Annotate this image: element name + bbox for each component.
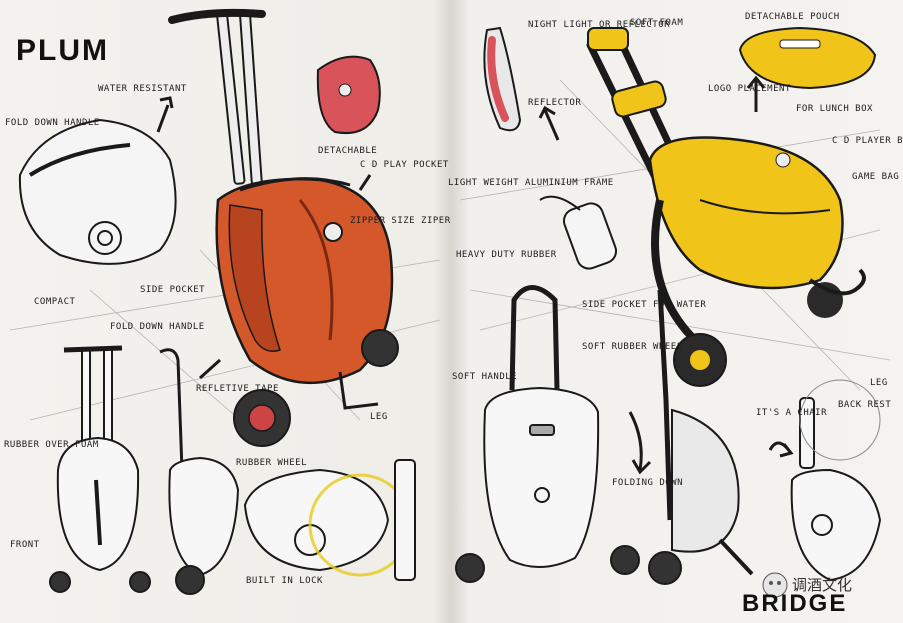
bridge-front-view	[455, 285, 640, 583]
label-heavy-duty-rubber: HEAVY DUTY RUBBER	[456, 250, 557, 260]
label-zipper: ZIPPER SIZE ZIPER	[350, 216, 451, 226]
label-light-weight: LIGHT WEIGHT ALUMINIUM FRAME	[448, 178, 614, 188]
label-water-resistant: WATER RESISTANT	[98, 84, 187, 94]
bridge-side-view	[648, 289, 754, 585]
label-soft-rubber-wheel: SOFT RUBBER WHEEL	[582, 342, 683, 352]
label-compact: COMPACT	[34, 297, 76, 307]
label-soft-foam: SOFT FOAM	[630, 18, 684, 28]
bridge-chair-view	[790, 379, 882, 582]
label-night-light: NIGHT LIGHT OR REFLECTOR	[528, 20, 671, 30]
label-side-pocket: SIDE POCKET	[140, 285, 206, 295]
plum-detachable-pouch	[316, 55, 381, 134]
wechat-logo-icon	[762, 572, 788, 598]
plum-folded-view	[243, 459, 416, 581]
label-reflective-tape: REFLETIVE TAPE	[196, 384, 279, 394]
label-reflector: REFLECTOR	[528, 98, 582, 108]
label-detachable-pouch: DETACHABLE POUCH	[745, 12, 840, 22]
label-rubber-wheel: RUBBER WHEEL	[236, 458, 308, 468]
label-cd-player-bag: C D PLAYER BAG	[832, 136, 903, 146]
annotation-arrows	[156, 75, 794, 475]
label-soft-handle: SOFT HANDLE	[452, 372, 518, 382]
plum-side-view	[159, 348, 240, 595]
label-front: FRONT	[10, 540, 40, 550]
label-logo-placement: LOGO PLACEMENT	[708, 84, 791, 94]
label-leg-left: LEG	[370, 412, 388, 422]
bridge-rubber-part	[539, 195, 618, 270]
plum-main-case	[168, 8, 399, 447]
label-lunch-box: FOR LUNCH BOX	[796, 104, 873, 114]
bridge-detachable-pouch	[738, 26, 877, 90]
label-its-a-chair: IT'S A CHAIR	[756, 408, 828, 418]
label-side-pocket-water: SIDE POCKET FOR WATER	[582, 300, 707, 310]
label-detachable: DETACHABLE	[318, 146, 378, 156]
label-rubber-over-foam: RUBBER OVER FOAM	[4, 440, 99, 450]
label-built-in-lock: BUILT IN LOCK	[246, 576, 323, 586]
label-fold-down-handle-top: FOLD DOWN HANDLE	[5, 118, 100, 128]
plum-title: PLUM	[16, 34, 109, 67]
bridge-title: BRIDGE	[742, 590, 848, 617]
label-leg-right: LEG	[870, 378, 888, 388]
label-game-bag: GAME BAG	[852, 172, 900, 182]
label-back-rest: BACK REST	[838, 400, 892, 410]
plum-compact-side-view	[18, 118, 177, 265]
bridge-reflector	[483, 26, 522, 132]
plum-front-view	[49, 345, 151, 593]
label-fold-down-handle-bottom: FOLD DOWN HANDLE	[110, 322, 205, 332]
watermark-text: 调酒文化	[792, 576, 853, 594]
label-cd-player-pocket: C D PLAY POCKET	[360, 160, 449, 170]
label-folding-down: FOLDING DOWN	[612, 478, 684, 488]
bridge-main-trolley	[586, 27, 866, 387]
